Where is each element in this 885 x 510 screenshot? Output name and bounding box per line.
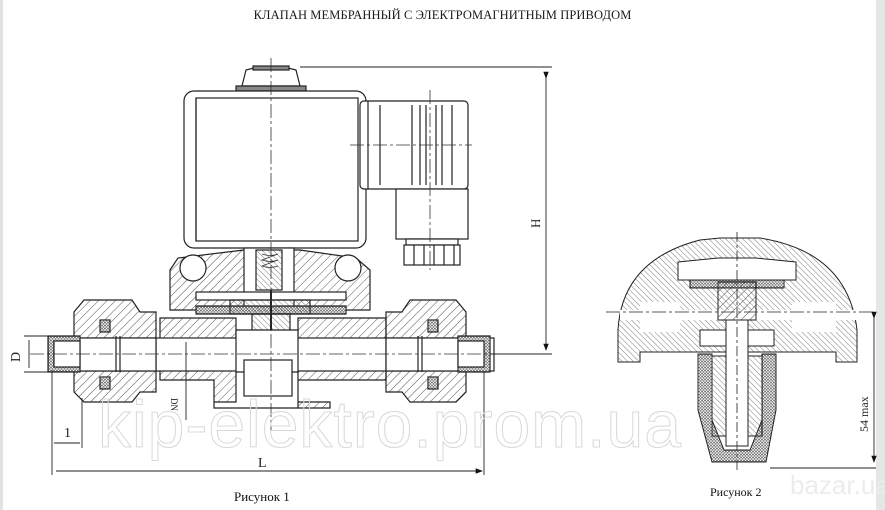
figure-1-dimension-labels: H D DN L 1 bbox=[9, 219, 543, 471]
dim-h-label: H bbox=[528, 219, 543, 228]
dim-54max-label: 54 max bbox=[857, 396, 871, 432]
figure-2-cutaway bbox=[606, 232, 877, 470]
left-edge-strip bbox=[0, 0, 3, 510]
figure-1-valve bbox=[24, 58, 552, 475]
page-title: КЛАПАН МЕМБРАННЫЙ С ЭЛЕКТРОМАГНИТНЫМ ПРИ… bbox=[253, 8, 632, 22]
dim-thread-label: 1 bbox=[64, 426, 71, 441]
dim-d-label: D bbox=[9, 352, 24, 362]
dim-dn-label: DN bbox=[169, 398, 179, 411]
figure-1-caption: Рисунок 1 bbox=[234, 489, 290, 504]
dim-l-label: L bbox=[258, 456, 267, 471]
right-edge-strip bbox=[876, 0, 885, 510]
figure-2-caption: Рисунок 2 bbox=[710, 485, 762, 499]
